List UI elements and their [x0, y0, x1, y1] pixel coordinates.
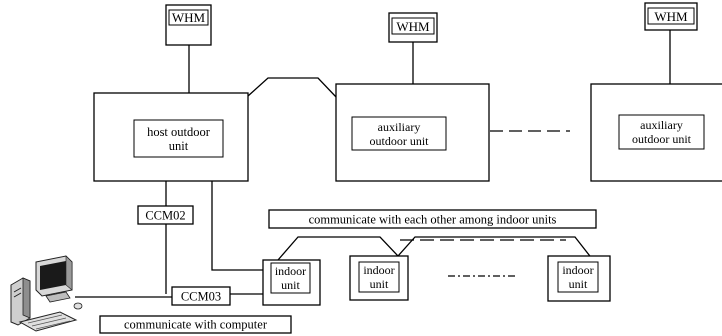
whm-left-label: WHM	[172, 10, 206, 25]
indoor-comm-label-box: communicate with each other among indoor…	[268, 209, 597, 229]
computer-comm-label: communicate with computer	[124, 318, 268, 332]
aux-unit-2-label-line2: outdoor unit	[632, 132, 692, 146]
outdoor-bus-link	[247, 77, 338, 99]
indoor-unit-3-label-line1: indoor	[562, 263, 593, 277]
ccm03-module: CCM03	[171, 286, 231, 306]
host-indoor-link	[211, 181, 263, 271]
host-outdoor-unit: host outdoor unit	[93, 92, 249, 182]
whm-meter-left: WHM	[165, 4, 212, 46]
indoor-unit-1: indoor unit	[262, 259, 321, 306]
indoor-unit-2: indoor unit	[349, 255, 409, 301]
whm-right-label: WHM	[654, 9, 688, 24]
indoor-unit-2-label-line1: indoor	[363, 263, 394, 277]
desktop-computer-icon	[10, 255, 83, 332]
host-unit-label-line1: host outdoor	[147, 125, 211, 139]
auxiliary-outdoor-unit-1: auxiliary outdoor unit	[335, 83, 490, 182]
indoor-unit-2-label-line2: unit	[370, 277, 389, 291]
computer-comm-label-box: communicate with computer	[99, 315, 292, 334]
whm-meter-middle: WHM	[388, 12, 438, 43]
aux-unit-1-label-line2: outdoor unit	[370, 134, 430, 148]
whm-meter-right: WHM	[644, 2, 698, 31]
indoor-unit-3-label-line2: unit	[569, 277, 588, 291]
indoor-unit-3: indoor unit	[547, 255, 611, 302]
aux-unit-1-label-line1: auxiliary	[378, 120, 421, 134]
indoor-comm-label: communicate with each other among indoor…	[309, 213, 557, 227]
auxiliary-outdoor-unit-2: auxiliary outdoor unit	[590, 83, 722, 182]
indoor-unit-1-label-line2: unit	[281, 278, 300, 292]
aux-unit-2-label-line1: auxiliary	[640, 118, 683, 132]
indoor-unit-1-label-line1: indoor	[275, 264, 306, 278]
host-unit-label-line2: unit	[169, 139, 189, 153]
ccm02-label: CCM02	[145, 209, 185, 223]
ccm03-label: CCM03	[181, 290, 221, 304]
whm-middle-label: WHM	[396, 19, 430, 34]
ccm02-module: CCM02	[137, 205, 194, 225]
